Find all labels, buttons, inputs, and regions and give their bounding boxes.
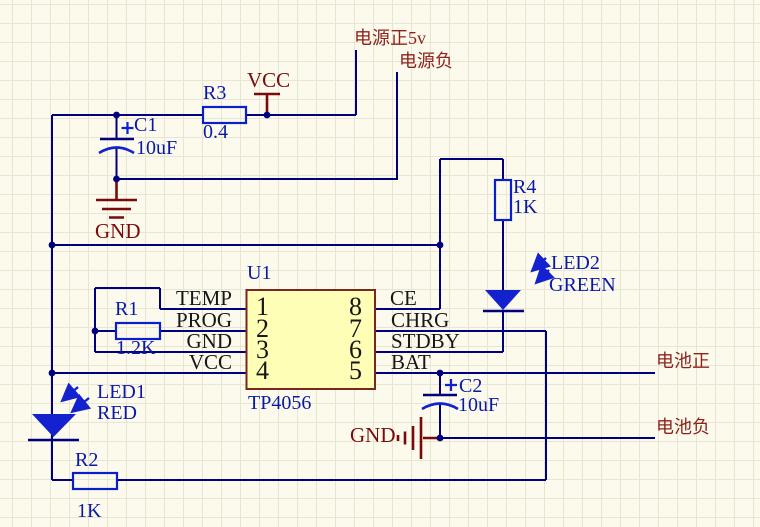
junction-dot bbox=[436, 434, 444, 442]
led1-diode-icon bbox=[32, 414, 76, 437]
led1-arrow-icon bbox=[60, 382, 82, 403]
junction-dot bbox=[263, 111, 271, 119]
u1-pin-number-5: 5 bbox=[349, 356, 362, 385]
led2-diode-icon bbox=[485, 290, 521, 310]
u1-pin-number-3: 3 bbox=[256, 335, 269, 364]
u1-pin-number-2: 2 bbox=[256, 314, 269, 343]
resistor-r4-body bbox=[493, 178, 513, 222]
gnd-earth-icon bbox=[96, 182, 137, 219]
u1-pin-number-4: 4 bbox=[256, 356, 269, 385]
gnd-port-label-bottom: GND bbox=[350, 423, 396, 447]
led2-ref: LED2 bbox=[551, 252, 600, 274]
u1-pin-number-8: 8 bbox=[349, 292, 362, 321]
r3-value: 0.4 bbox=[203, 121, 228, 143]
led2-value: GREEN bbox=[549, 274, 616, 296]
led1-value: RED bbox=[97, 402, 137, 424]
u1-pin-name-stdby: STDBY bbox=[391, 329, 460, 353]
net-label-battery-pos: 电池正 bbox=[656, 351, 710, 371]
net-label-battery-neg: 电池负 bbox=[656, 417, 710, 437]
resistor-r1-body bbox=[114, 321, 162, 341]
r1-ref: R1 bbox=[115, 298, 139, 320]
u1-pin-name-ce: CE bbox=[390, 286, 417, 310]
junction-dot bbox=[48, 241, 56, 249]
circuit-wires bbox=[51, 50, 655, 481]
u1-pin-name-temp: TEMP bbox=[175, 286, 232, 310]
vcc-power-port-icon bbox=[254, 92, 280, 115]
capacitor-plus-signs bbox=[121, 122, 457, 391]
vcc-port-label: VCC bbox=[247, 68, 291, 92]
u1-ref: U1 bbox=[247, 262, 272, 284]
capacitor-curved-plates bbox=[98, 146, 459, 411]
led1-arrow-icon bbox=[70, 393, 92, 414]
junction-dot bbox=[436, 241, 444, 249]
gnd-port-label-top: GND bbox=[95, 219, 141, 243]
r3-ref: R3 bbox=[203, 82, 227, 104]
junction-dot bbox=[113, 175, 120, 183]
c2-ref: C2 bbox=[459, 375, 483, 397]
r2-value: 1K bbox=[77, 500, 102, 522]
junction-dot bbox=[91, 327, 99, 335]
resistor-r3-body bbox=[201, 105, 248, 125]
u1-pin-name-gnd: GND bbox=[186, 329, 233, 353]
led2-arrow-icon bbox=[534, 264, 555, 285]
junction-dot bbox=[436, 369, 444, 377]
cathode-and-plate-bars bbox=[28, 137, 524, 442]
u1-pin-name-chrg: CHRG bbox=[391, 308, 450, 332]
c1-value: 10uF bbox=[136, 137, 178, 159]
net-label-supply-neg: 电源负 bbox=[399, 51, 453, 71]
u1-pin-name-prog: PROG bbox=[175, 308, 232, 332]
u1-pin-number-7: 7 bbox=[349, 314, 362, 343]
r1-value: 1.2K bbox=[116, 337, 156, 359]
u1-pin-name-vcc: VCC bbox=[188, 350, 232, 374]
c2-value: 10uF bbox=[458, 394, 500, 416]
junction-dot bbox=[113, 111, 120, 119]
r4-value: 1K bbox=[513, 196, 538, 218]
u1-part: TP4056 bbox=[248, 392, 312, 414]
junction-dot bbox=[48, 369, 56, 377]
gnd-earth-rotated-icon bbox=[396, 417, 437, 459]
net-label-supply-pos: 电源正5v bbox=[354, 28, 426, 48]
ic-u1-body bbox=[245, 289, 376, 390]
c1-ref: C1 bbox=[134, 114, 158, 136]
u1-pin-name-bat: BAT bbox=[391, 350, 431, 374]
led2-arrow-icon bbox=[530, 252, 551, 273]
r2-ref: R2 bbox=[75, 449, 99, 471]
resistor-r2-body bbox=[71, 471, 119, 491]
led1-ref: LED1 bbox=[97, 381, 146, 403]
r4-ref: R4 bbox=[513, 176, 537, 198]
junction-dots bbox=[48, 111, 444, 442]
u1-pin-number-6: 6 bbox=[349, 335, 362, 364]
u1-pin-number-1: 1 bbox=[256, 292, 269, 321]
